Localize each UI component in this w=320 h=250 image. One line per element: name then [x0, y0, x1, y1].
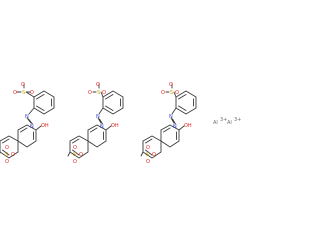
nitrogen-atom-label: N: [100, 124, 104, 130]
molecule-2-atoms: O S O O N N OH O S O O: [73, 82, 119, 165]
oxygen-atom-label: O: [175, 90, 179, 96]
oxygen-atom-label: O: [21, 82, 25, 88]
nitrogen-atom-label: N: [173, 124, 177, 130]
sulfur-atom-label: S: [5, 152, 8, 158]
oxygen-atom-label: O: [146, 159, 150, 165]
oxygen-atom-label: O: [11, 152, 15, 158]
sulfur-atom-label: S: [22, 90, 25, 96]
molecule-1: O S O O N N OH O S O O: [0, 82, 55, 165]
oxygen-atom-label: O: [96, 82, 100, 88]
molecule-1-atoms: O S O O N N OH O S O O: [5, 82, 49, 165]
chemical-structure-figure: O S O O N N OH O S O O: [0, 82, 241, 165]
nitrogen-atom-label: N: [96, 114, 100, 120]
oxygen-atom-label: O: [146, 145, 150, 151]
molecule-3-bonds: [140, 83, 197, 159]
nitrogen-atom-label: N: [25, 114, 29, 120]
nitrogen-atom-label: N: [30, 124, 34, 130]
molecule-3-atoms: O S O O N N OH O S O O: [146, 82, 192, 165]
oxygen-atom-label: O: [5, 159, 9, 165]
sulfur-atom-label: S: [170, 90, 173, 96]
structure-canvas: O S O O N N OH O S O O: [0, 82, 241, 165]
oxygen-atom-label: O: [30, 90, 34, 96]
oxygen-atom-label: O: [79, 152, 83, 158]
oxygen-atom-label: O: [13, 90, 17, 96]
oxygen-atom-label: O: [73, 145, 77, 151]
molecule-2: O S O O N N OH O S O O: [67, 82, 124, 165]
hydroxyl-label: OH: [41, 123, 49, 129]
nitrogen-atom-label: N: [169, 114, 173, 120]
sulfur-atom-label: S: [73, 152, 76, 158]
molecule-2-bonds: [67, 83, 124, 159]
counter-ions: Al 3+ Al 3+: [213, 117, 241, 126]
hydroxyl-label: OH: [111, 123, 119, 129]
counter-ion-charge: 3+: [220, 117, 227, 123]
molecule-3: O S O O N N OH O S O O: [140, 82, 197, 165]
hydroxyl-label: OH: [184, 123, 192, 129]
sulfur-atom-label: S: [97, 90, 100, 96]
counter-ion-charge: 3+: [234, 117, 241, 123]
counter-ion-symbol: Al: [213, 120, 218, 126]
oxygen-atom-label: O: [73, 159, 77, 165]
molecule-1-bonds: [0, 83, 55, 159]
oxygen-atom-label: O: [161, 90, 165, 96]
oxygen-atom-label: O: [88, 90, 92, 96]
oxygen-atom-label: O: [152, 152, 156, 158]
sulfur-atom-label: S: [146, 152, 149, 158]
oxygen-atom-label: O: [169, 82, 173, 88]
oxygen-atom-label: O: [102, 90, 106, 96]
oxygen-atom-label: O: [5, 145, 9, 151]
counter-ion-symbol: Al: [227, 120, 232, 126]
